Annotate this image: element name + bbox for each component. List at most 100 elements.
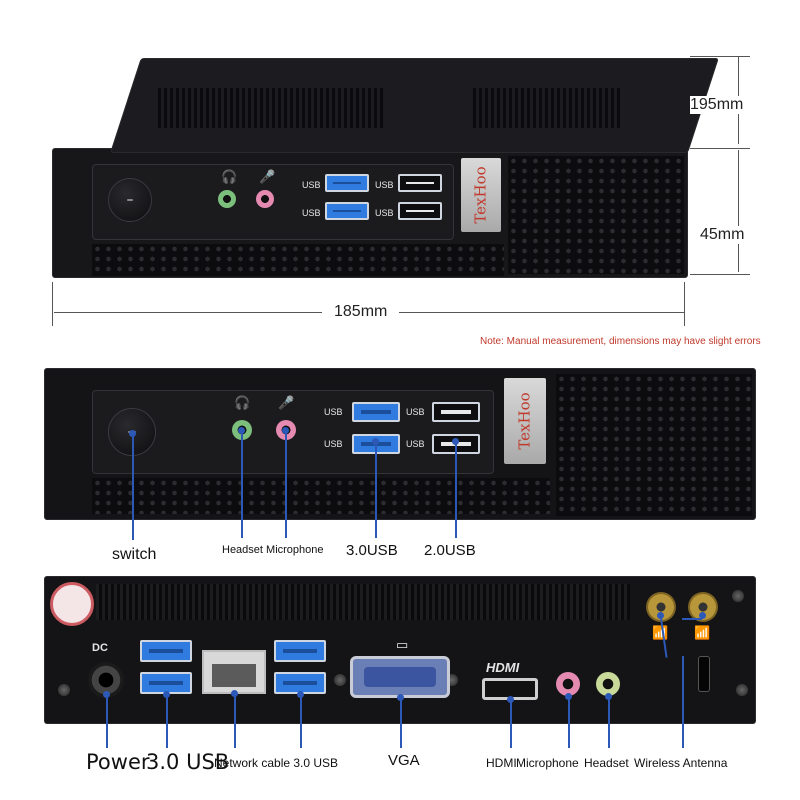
callout-dot <box>282 427 289 434</box>
callout-dot <box>231 690 238 697</box>
rear-mic-jack[interactable] <box>556 672 580 696</box>
usb3-port-2a[interactable] <box>352 402 400 422</box>
callout-line-usb30-rear-2 <box>300 696 302 748</box>
depth-dimension: 195mm <box>690 96 744 114</box>
callout-dot <box>452 438 459 445</box>
callout-dot <box>605 693 612 700</box>
dim-tick <box>684 282 685 326</box>
callout-dot <box>397 694 404 701</box>
hdmi-tag: HDMI <box>486 660 520 675</box>
height-dimension: 45mm <box>700 226 745 244</box>
callout-dot <box>129 430 136 437</box>
label-usb30-front: 3.0USB <box>346 542 398 559</box>
hex-vent-bottom-2 <box>92 478 550 514</box>
label-usb20-front: 2.0USB <box>424 542 476 559</box>
callout-line-usb20 <box>455 444 457 538</box>
dim-tick <box>690 148 750 149</box>
top-vent-right <box>470 88 620 128</box>
mic-jack-1[interactable] <box>256 190 274 208</box>
label-microphone: Microphone <box>516 756 579 770</box>
width-dimension: 185mm <box>322 303 400 321</box>
callout-line-usb30-rear <box>166 696 168 748</box>
microphone-icon: 🎤 <box>259 169 276 184</box>
brand-badge-2: TexHoo <box>504 378 546 464</box>
usb-label: USB <box>406 407 425 417</box>
top-vent-left <box>155 88 385 128</box>
microphone-icon: 🎤 <box>278 395 295 410</box>
power-button-1[interactable] <box>108 178 152 222</box>
callout-dot <box>238 427 245 434</box>
hex-vent-right-1 <box>508 156 684 274</box>
usb-label: USB <box>375 208 394 218</box>
ethernet-port[interactable] <box>202 650 266 694</box>
usb3-port-1a[interactable] <box>325 174 369 192</box>
label-wireless-antenna: Wireless Antenna <box>634 756 728 770</box>
hex-vent-right-2 <box>556 374 752 516</box>
brand-logo: TexHoo <box>472 166 491 224</box>
usb-label: USB <box>324 407 343 417</box>
vga-icon: ▭ <box>396 637 409 652</box>
callout-line-power <box>106 696 108 748</box>
screw <box>732 590 744 602</box>
label-headset: Headset <box>584 756 629 770</box>
callout-line-mic-rear <box>568 698 570 748</box>
callout-line-mic <box>285 432 287 538</box>
usb-label: USB <box>302 180 321 190</box>
rear-headset-jack[interactable] <box>596 672 620 696</box>
callout-line-antenna-2 <box>682 656 684 748</box>
headset-jack-1[interactable] <box>218 190 236 208</box>
dim-tick <box>690 274 750 275</box>
label-switch: switch <box>112 546 157 563</box>
usb-label: USB <box>302 208 321 218</box>
lock-slot <box>698 656 710 692</box>
screw <box>736 684 748 696</box>
callout-line-hdmi <box>510 702 512 748</box>
label-network: Network cable 3.0 USB <box>214 756 339 770</box>
usb-label: USB <box>324 439 343 449</box>
brand-logo: TexHoo <box>516 392 535 450</box>
usb-label: USB <box>406 439 425 449</box>
callout-dot <box>297 691 304 698</box>
usb-label: USB <box>375 180 394 190</box>
callout-dot <box>657 612 664 619</box>
screw <box>58 684 70 696</box>
callout-line-headset-rear <box>608 698 610 748</box>
callout-dot <box>372 438 379 445</box>
usb2-port-1b[interactable] <box>398 202 442 220</box>
usb3-port-1b[interactable] <box>325 202 369 220</box>
callout-dot <box>103 691 110 698</box>
vga-port[interactable] <box>350 656 450 698</box>
dim-tick <box>52 282 53 326</box>
label-hdmi: HDMI <box>486 756 517 770</box>
hex-vent-bottom-1 <box>92 244 504 276</box>
wifi-icon: 📶 <box>694 625 711 640</box>
label-usb30-rear: 3.0 USB <box>146 750 230 774</box>
usb2-port-1a[interactable] <box>398 174 442 192</box>
callout-line-usb30 <box>375 444 377 538</box>
headphones-icon: 🎧 <box>221 169 238 184</box>
dim-line-height <box>738 150 739 272</box>
quality-seal <box>50 582 94 626</box>
headphones-icon: 🎧 <box>234 395 251 410</box>
callout-line-antenna-join <box>682 618 702 620</box>
callout-dot <box>507 696 514 703</box>
callout-line-vga <box>400 700 402 748</box>
rear-usb3-2a[interactable] <box>274 640 326 662</box>
wifi-icon: 📶 <box>652 625 669 640</box>
brand-badge-1: TexHoo <box>461 158 501 232</box>
callout-line-headset <box>241 432 243 538</box>
label-headset-microphone: Headset Microphone <box>222 544 324 556</box>
label-power: Power <box>86 750 150 774</box>
callout-line-network <box>234 696 236 748</box>
callout-dot <box>163 691 170 698</box>
usb2-port-2a[interactable] <box>432 402 480 422</box>
dc-tag: DC <box>92 642 108 654</box>
rear-vent <box>96 584 630 620</box>
screw <box>334 674 346 686</box>
dim-tick <box>690 56 750 57</box>
callout-dot <box>565 693 572 700</box>
label-vga: VGA <box>388 752 420 769</box>
measurement-note: Note: Manual measurement, dimensions may… <box>480 336 761 347</box>
callout-dot <box>699 612 706 619</box>
rear-usb3-1a[interactable] <box>140 640 192 662</box>
